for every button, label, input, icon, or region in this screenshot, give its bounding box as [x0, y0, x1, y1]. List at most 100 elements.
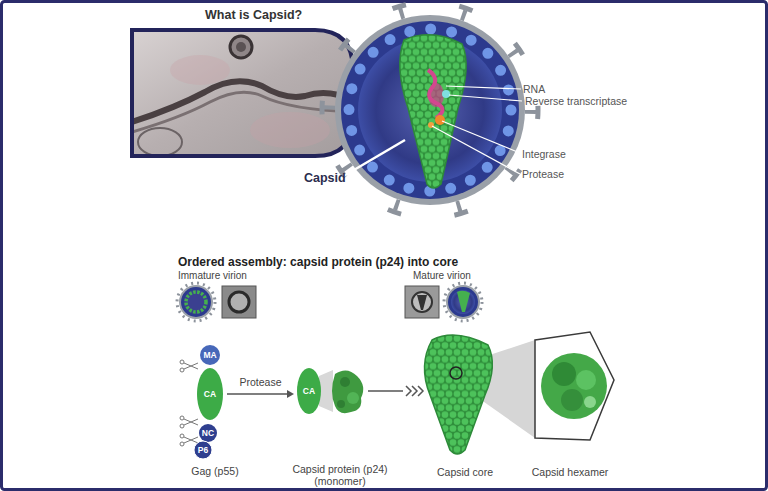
drawing-part — [435, 115, 445, 125]
drawing-part — [180, 434, 198, 446]
micrograph — [130, 28, 356, 158]
drawing-part — [177, 283, 215, 321]
drawing-part — [180, 416, 184, 420]
drawing-part — [184, 437, 198, 443]
drawing-part — [186, 292, 206, 312]
drawing-part — [181, 287, 211, 317]
arrow-line — [227, 393, 288, 395]
figure-caption: Capsid protein (p24) (monomer) — [285, 463, 395, 487]
arrow-chevron — [418, 386, 423, 396]
drawing-part — [442, 90, 450, 98]
drawing-part — [180, 416, 198, 428]
matrix-domain: MA — [200, 345, 220, 365]
drawing-part — [444, 283, 482, 321]
drawing-part — [222, 286, 256, 318]
drawing-part — [322, 2, 538, 218]
drawing-part — [450, 367, 462, 379]
icon-label: Mature virion — [413, 270, 471, 281]
virion — [322, 2, 538, 218]
section-heading: Ordered assembly: capsid protein (p24) i… — [178, 255, 458, 269]
capsid-hexamer-shape — [520, 328, 620, 484]
node-text: CA — [197, 368, 223, 420]
drawing-part — [184, 419, 198, 425]
drawing-part — [552, 362, 576, 386]
arrow-head — [287, 390, 294, 398]
arrow-chevron — [406, 386, 411, 396]
drawing-part — [179, 285, 213, 319]
capsid-hexamer: Capsid hexamer — [520, 328, 620, 484]
drawing-part — [457, 291, 470, 312]
drawing-part — [330, 10, 531, 211]
drawing-part — [194, 441, 212, 459]
drawing-part — [561, 389, 583, 411]
drawing-part — [412, 292, 432, 312]
virion-icons — [177, 283, 482, 321]
drawing-part — [180, 424, 184, 428]
arrow-chevron — [412, 386, 417, 396]
callout-label: RNA — [523, 83, 545, 95]
drawing-part — [424, 335, 492, 454]
drawing-part — [229, 292, 249, 312]
drawing-part — [442, 121, 520, 153]
drawing-part — [130, 28, 356, 158]
drawing-part — [184, 290, 208, 314]
drawing-part — [432, 126, 520, 174]
capsid-monomer: CA — [297, 368, 365, 414]
node-text: CA — [297, 368, 321, 414]
figure-caption: Gag (p55) — [175, 465, 255, 477]
drawing-part — [446, 285, 480, 319]
edge-label: Protease — [240, 376, 282, 388]
drawing-part — [332, 370, 363, 413]
drawing-part — [184, 363, 198, 369]
callout-label: Capsid — [304, 171, 346, 185]
drawing-part — [576, 370, 596, 390]
drawing-part — [432, 86, 522, 174]
drawing-part — [184, 437, 198, 443]
drawing-part — [180, 360, 198, 372]
p6-domain: P6 — [194, 441, 212, 459]
drawing-part — [200, 345, 220, 365]
node-text: Capsid hexamer — [520, 466, 620, 478]
drawing-part — [417, 295, 427, 310]
drawing-part — [250, 112, 330, 148]
drawing-part — [197, 368, 223, 420]
scissors — [180, 360, 198, 446]
arrow-line — [368, 390, 403, 392]
drawing-part — [199, 424, 217, 442]
drawing-part — [584, 396, 596, 408]
node-text: Capsid core — [425, 466, 505, 478]
capsid-domain: CA — [197, 368, 223, 420]
callout-label: Protease — [522, 168, 564, 180]
title: What is Capsid? — [205, 8, 302, 22]
drawing-part — [180, 368, 184, 372]
drawing-part — [180, 434, 184, 438]
callout-label: Reverse transcriptase — [525, 95, 627, 107]
drawing-part — [297, 368, 321, 414]
drawing-part — [236, 42, 246, 52]
drawing-part — [184, 363, 198, 369]
drawing-part — [349, 29, 511, 191]
drawing-part — [184, 419, 198, 425]
drawing-part — [451, 290, 475, 314]
drawing-part — [138, 128, 182, 156]
node-text: P6 — [194, 441, 212, 459]
drawing-part — [405, 286, 439, 318]
drawing-part — [340, 377, 350, 387]
drawing-part — [342, 140, 405, 177]
drawing-part — [170, 55, 230, 85]
drawing-part — [180, 360, 184, 364]
node-text: NC — [199, 424, 217, 442]
drawing-part — [400, 35, 466, 188]
drawing-part — [341, 21, 519, 199]
drawing-part — [347, 392, 359, 404]
drawing-part — [446, 86, 521, 89]
drawing-part — [230, 36, 252, 58]
drawing-part — [337, 400, 345, 408]
node-text: MA — [200, 345, 220, 365]
capsid-core: Capsid core — [425, 328, 505, 484]
drawing-part — [541, 353, 607, 419]
drawing-part — [448, 287, 478, 317]
